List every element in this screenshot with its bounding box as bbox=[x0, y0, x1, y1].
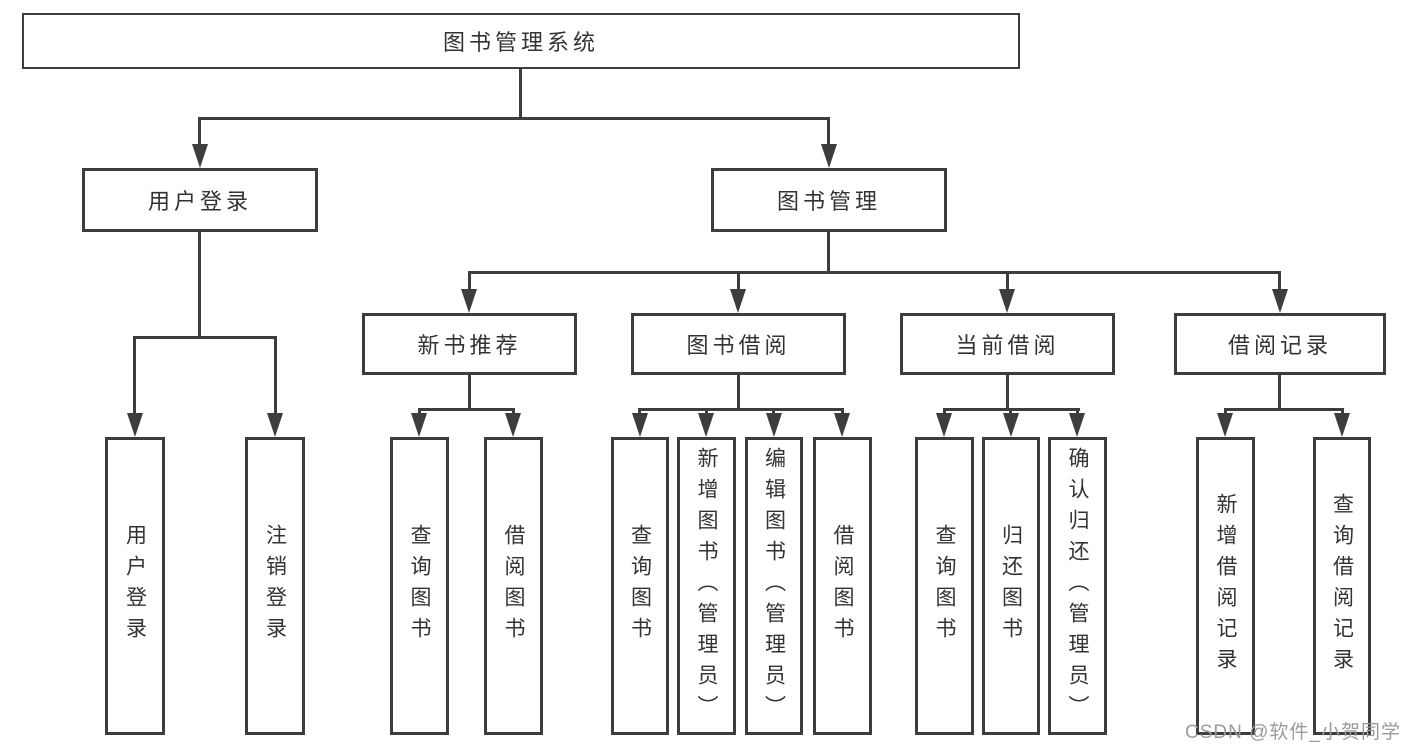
arrowhead-leaf-query-current bbox=[936, 413, 952, 437]
arrowhead-leaf-query-recommend bbox=[411, 413, 427, 437]
arrowhead-leaf-add-record bbox=[1217, 413, 1233, 437]
arrowhead-leaf-login bbox=[127, 413, 143, 437]
leaf-label: 新增图书（管理员） bbox=[695, 446, 718, 726]
arrowhead-current-borrow bbox=[999, 289, 1015, 313]
arrowhead-new-book bbox=[461, 289, 477, 313]
leaf-confirm-return-admin: 确认归还（管理员） bbox=[1048, 437, 1107, 735]
leaf-label: 用户登录 bbox=[123, 524, 147, 648]
connector-level3-rail bbox=[468, 271, 1281, 274]
leaf-query-books-current: 查询图书 bbox=[915, 437, 974, 735]
node-borrow-records: 借阅记录 bbox=[1174, 313, 1386, 375]
node-library-management-system: 图书管理系统 bbox=[22, 13, 1020, 69]
connector-borrow-records-down bbox=[1278, 375, 1281, 408]
leaf-edit-book-admin: 编辑图书（管理员） bbox=[745, 437, 803, 735]
connector-borrow-records-rail bbox=[1224, 408, 1344, 411]
node-book-borrowing: 图书借阅 bbox=[631, 313, 846, 375]
arrowhead-leaf-query-borrowing bbox=[632, 413, 648, 437]
leaf-label: 借阅图书 bbox=[831, 524, 854, 648]
arrowhead-leaf-confirm-return bbox=[1069, 413, 1085, 437]
arrowhead-leaf-borrow-recommend bbox=[505, 413, 521, 437]
leaf-label: 编辑图书（管理员） bbox=[762, 446, 786, 726]
arrowhead-borrow-records bbox=[1272, 289, 1288, 313]
leaf-query-books-borrowing: 查询图书 bbox=[611, 437, 669, 735]
connector-leaf-logout-stem bbox=[274, 336, 277, 416]
leaf-label: 注销登录 bbox=[263, 524, 287, 648]
connector-book-borrow-stem bbox=[737, 271, 740, 295]
leaf-add-borrow-record: 新增借阅记录 bbox=[1196, 437, 1255, 735]
leaf-query-books-recommend: 查询图书 bbox=[390, 437, 449, 735]
node-label: 当前借阅 bbox=[955, 333, 1060, 358]
leaf-label: 归还图书 bbox=[999, 524, 1023, 648]
connector-current-borrow-down bbox=[1006, 375, 1009, 408]
leaf-query-borrow-record: 查询借阅记录 bbox=[1313, 437, 1371, 735]
connector-book-mgmt-down bbox=[827, 232, 830, 271]
connector-new-book-stem bbox=[468, 271, 471, 295]
leaf-label: 查询图书 bbox=[408, 524, 431, 648]
arrowhead-leaf-borrow-borrowing bbox=[834, 413, 850, 437]
leaf-label: 新增借阅记录 bbox=[1214, 493, 1237, 679]
leaf-label: 查询图书 bbox=[628, 524, 652, 648]
arrowhead-leaf-logout bbox=[267, 413, 283, 437]
connector-level2-rail bbox=[198, 117, 830, 120]
node-label: 图书管理 bbox=[776, 189, 881, 214]
connector-root-stem bbox=[519, 69, 522, 117]
connector-current-borrow-stem bbox=[1006, 271, 1009, 295]
node-label: 图书借阅 bbox=[686, 333, 791, 358]
connector-leaf-login-stem bbox=[133, 336, 136, 416]
connector-book-borrow-rail bbox=[638, 408, 844, 411]
leaf-add-book-admin: 新增图书（管理员） bbox=[677, 437, 736, 735]
leaf-logout: 注销登录 bbox=[245, 437, 305, 735]
node-new-book-recommend: 新书推荐 bbox=[362, 313, 577, 375]
arrowhead-leaf-add-book bbox=[698, 413, 714, 437]
csdn-watermark: CSDN @软件_小贺同学 bbox=[1185, 722, 1401, 743]
leaf-user-login: 用户登录 bbox=[105, 437, 165, 735]
connector-user-login-stem bbox=[198, 117, 201, 147]
node-current-borrowing: 当前借阅 bbox=[900, 313, 1115, 375]
arrowhead-user-login bbox=[192, 144, 208, 168]
leaf-label: 查询借阅记录 bbox=[1330, 493, 1354, 679]
leaf-borrow-books-borrowing: 借阅图书 bbox=[813, 437, 872, 735]
node-label: 用户登录 bbox=[147, 189, 252, 214]
connector-user-login-rail bbox=[133, 336, 277, 339]
node-label: 图书管理系统 bbox=[442, 30, 599, 55]
connector-new-book-rail bbox=[418, 408, 515, 411]
connector-new-book-down bbox=[468, 375, 471, 408]
node-label: 新书推荐 bbox=[417, 333, 522, 358]
arrowhead-book-borrow bbox=[730, 289, 746, 313]
connector-book-mgmt-stem bbox=[827, 117, 830, 147]
connector-borrow-records-stem bbox=[1278, 271, 1281, 295]
leaf-label: 查询图书 bbox=[933, 524, 956, 648]
node-label: 借阅记录 bbox=[1227, 333, 1332, 358]
leaf-label: 借阅图书 bbox=[502, 524, 525, 648]
leaf-label: 确认归还（管理员） bbox=[1066, 446, 1089, 726]
node-book-management: 图书管理 bbox=[711, 168, 947, 232]
arrowhead-leaf-return-book bbox=[1003, 413, 1019, 437]
node-user-login: 用户登录 bbox=[82, 168, 318, 232]
connector-book-borrow-down bbox=[737, 375, 740, 408]
leaf-borrow-books-recommend: 借阅图书 bbox=[484, 437, 543, 735]
arrowhead-book-mgmt bbox=[821, 144, 837, 168]
arrowhead-leaf-query-record bbox=[1334, 413, 1350, 437]
arrowhead-leaf-edit-book bbox=[766, 413, 782, 437]
connector-user-login-down bbox=[198, 232, 201, 336]
leaf-return-book: 归还图书 bbox=[982, 437, 1040, 735]
